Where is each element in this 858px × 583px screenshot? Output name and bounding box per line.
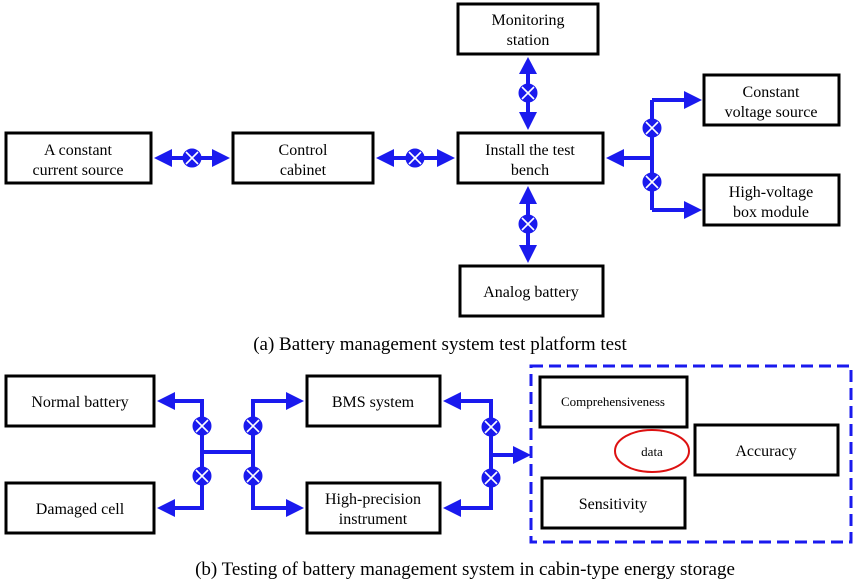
box-sensitivity-label: Sensitivity — [579, 496, 647, 513]
box-constant-current-source: A constant current source — [4, 131, 153, 185]
box-accuracy: Accuracy — [693, 423, 840, 477]
box-damaged-cell-label: Damaged cell — [36, 501, 125, 518]
box-analog-battery-label: Analog battery — [483, 284, 579, 301]
box-constant-voltage-line2: voltage source — [725, 104, 818, 121]
box-control-cabinet-line2: cabinet — [280, 162, 327, 179]
box-comprehensiveness-label: Comprehensiveness — [561, 394, 665, 409]
valve-icon — [192, 466, 212, 486]
connector-bench-to-sources — [606, 91, 702, 219]
box-high-voltage-line2: box module — [733, 204, 809, 221]
valve-icon — [405, 148, 425, 168]
connector-batteries-to-bms — [157, 392, 304, 517]
box-control-cabinet: Control cabinet — [231, 131, 375, 185]
evaluation-group: Comprehensiveness data Accuracy Sensitiv… — [529, 364, 853, 544]
connector-bms-to-group — [443, 392, 531, 517]
valve-icon — [243, 416, 263, 436]
valve-icon — [518, 214, 538, 234]
valve-icon — [642, 118, 662, 138]
box-high-precision-instrument: High-precision instrument — [305, 481, 442, 535]
evaluation-group-border — [529, 364, 853, 544]
box-test-bench-line2: bench — [511, 162, 549, 179]
box-comprehensiveness: Comprehensiveness — [538, 375, 689, 429]
box-monitoring-station-line1: Monitoring — [492, 12, 565, 29]
data-ellipse-label: data — [641, 444, 663, 459]
box-bms-system: BMS system — [305, 374, 442, 428]
valve-icon — [182, 148, 202, 168]
data-ellipse: data — [614, 429, 690, 473]
valve-icon — [192, 416, 212, 436]
box-analog-battery: Analog battery — [458, 264, 605, 318]
box-normal-battery-label: Normal battery — [31, 394, 128, 411]
caption-b: (b) Testing of battery management system… — [195, 559, 735, 580]
box-constant-voltage-source: Constant voltage source — [702, 73, 841, 127]
valve-icon — [518, 83, 538, 103]
valve-icon — [243, 466, 263, 486]
box-constant-voltage-line1: Constant — [743, 84, 800, 101]
box-instrument-line2: instrument — [339, 511, 408, 528]
box-test-bench-line1: Install the test — [485, 142, 575, 159]
box-accuracy-label: Accuracy — [735, 443, 796, 460]
box-damaged-cell: Damaged cell — [4, 481, 156, 535]
box-bms-system-label: BMS system — [332, 394, 415, 411]
box-monitoring-station: Monitoring station — [456, 2, 600, 56]
box-high-voltage-module: High-voltage box module — [702, 173, 841, 227]
valve-icon — [481, 417, 501, 437]
box-high-voltage-line1: High-voltage — [729, 184, 813, 201]
valve-icon — [642, 172, 662, 192]
box-control-cabinet-line1: Control — [279, 142, 328, 159]
caption-a: (a) Battery management system test platf… — [253, 334, 627, 355]
valve-icon — [481, 468, 501, 488]
box-normal-battery: Normal battery — [4, 374, 156, 428]
box-instrument-line1: High-precision — [325, 491, 421, 508]
box-constant-current-line2: current source — [32, 162, 123, 179]
box-constant-current-line1: A constant — [44, 142, 113, 159]
box-monitoring-station-line2: station — [507, 32, 550, 49]
box-test-bench: Install the test bench — [456, 131, 605, 185]
box-sensitivity: Sensitivity — [540, 476, 687, 530]
